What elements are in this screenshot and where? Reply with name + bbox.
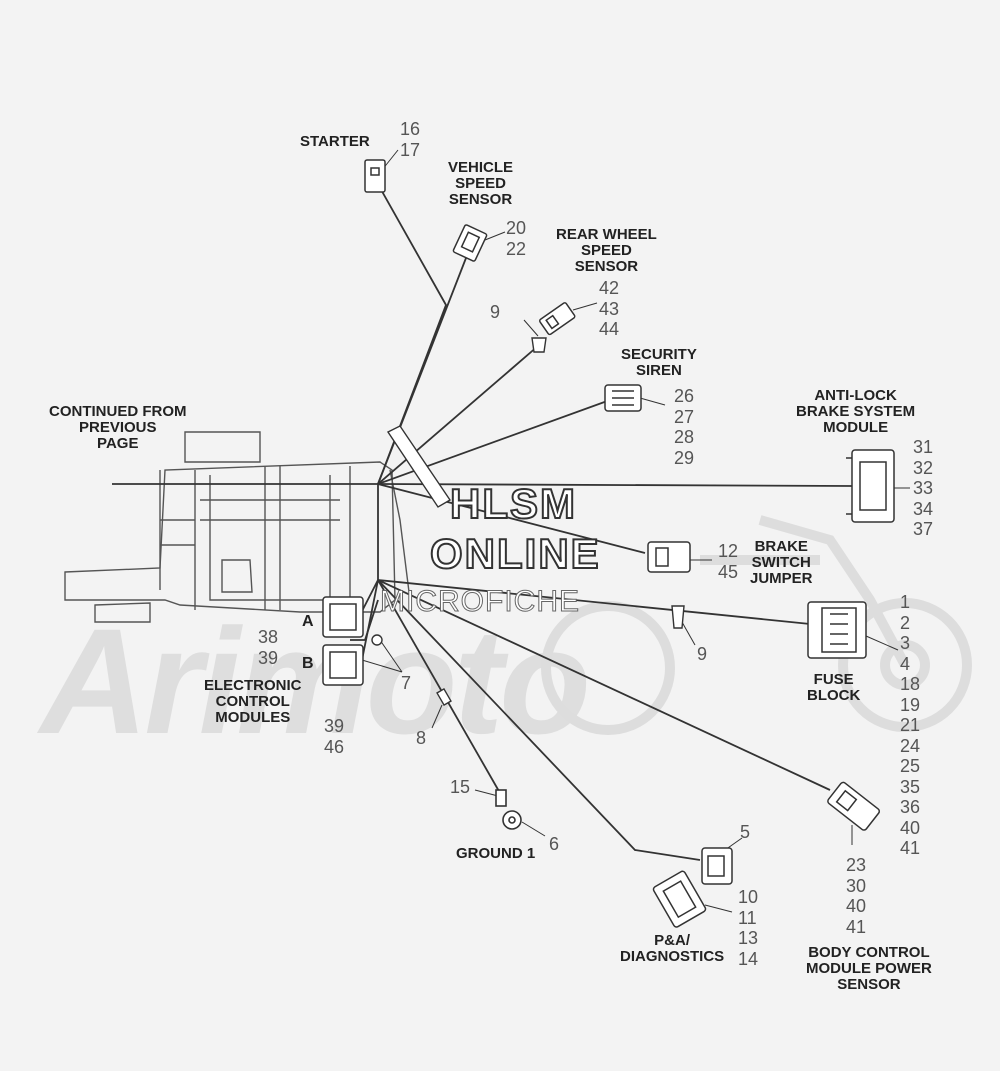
callout-rear-wheel-speed-sensor: 42 43 44	[599, 278, 620, 339]
bcm-power-sensor-connector-icon	[827, 781, 881, 831]
callout-starter: 16 17	[400, 119, 421, 160]
callout-ground-terminal: 6	[549, 834, 560, 854]
fuse-block-icon	[807, 601, 867, 659]
ecm-a-connector-icon	[322, 596, 364, 638]
abs-module-connector-icon	[846, 449, 895, 523]
pa-diagnostics-connector-icon	[652, 870, 707, 928]
fuse-block-clip-icon	[671, 605, 685, 629]
callout-pa-cap: 5	[740, 822, 751, 842]
label-ecm-b: B	[302, 655, 314, 672]
callout-ground-fastener: 15	[450, 777, 471, 797]
frame-outline	[64, 431, 411, 623]
watermark-online: ONLINE	[429, 529, 601, 578]
label-rear-wheel-speed-sensor: REAR WHEEL SPEED SENSOR	[556, 226, 657, 275]
label-fuse-block: FUSE BLOCK	[807, 671, 861, 704]
callout-fuse-clip: 9	[697, 644, 708, 664]
callout-ecm-clip: 7	[401, 673, 412, 693]
rear-wheel-clip-icon	[531, 337, 547, 353]
ecm-b-connector-icon	[322, 644, 364, 686]
brake-switch-jumper-connector-icon	[647, 541, 691, 573]
callout-ecm-a: 38 39	[258, 627, 279, 668]
callout-security-siren: 26 27 28 29	[674, 386, 695, 468]
label-pa-diagnostics: P&A/ DIAGNOSTICS	[620, 932, 725, 965]
callout-bcm-connector: 23 30 40 41	[846, 855, 867, 937]
rear-wheel-speed-sensor-connector-icon	[539, 302, 576, 336]
callout-abs-module: 31 32 33 34 37	[913, 437, 934, 539]
label-ground: GROUND 1	[456, 845, 536, 862]
label-starter: STARTER	[300, 133, 370, 150]
label-brake-switch-jumper: BRAKE SWITCH JUMPER	[750, 538, 813, 587]
label-bcm-power-sensor: BODY CONTROL MODULE POWER SENSOR	[806, 944, 932, 993]
label-abs-module: ANTI-LOCK BRAKE SYSTEM MODULE	[796, 387, 916, 436]
harness-wires	[112, 169, 853, 861]
ground-terminal-icon	[495, 789, 522, 830]
callout-rear-wheel-clip: 9	[490, 302, 501, 322]
security-siren-connector-icon	[604, 384, 642, 412]
watermark-hlsm: HLSM	[449, 479, 577, 528]
callout-cable-tie: 8	[416, 728, 427, 748]
label-security-siren: SECURITY SIREN	[621, 346, 697, 379]
label-vehicle-speed-sensor: VEHICLE SPEED SENSOR	[448, 159, 514, 208]
brand-watermark: Arimoto	[40, 597, 591, 765]
callout-ecm-b: 39 46	[324, 716, 345, 757]
watermark-microfiche: MICROFICHE	[380, 585, 580, 619]
pa-diagnostics-cap-icon	[701, 847, 733, 885]
label-electronic-control-modules: ELECTRONIC CONTROL MODULES	[204, 677, 302, 726]
cable-tie-icon	[436, 687, 452, 707]
callout-pa-connector: 10 11 13 14	[738, 887, 759, 969]
label-continued: CONTINUED FROM PREVIOUS PAGE	[49, 403, 187, 452]
starter-connector-icon	[364, 159, 386, 193]
label-ecm-a: A	[302, 613, 314, 630]
vehicle-speed-sensor-connector-icon	[452, 224, 488, 262]
callout-fuse-block: 1 2 3 4 18 19 21 24 25 35 36 40 41	[900, 592, 921, 858]
ecm-clip-icon	[371, 634, 383, 646]
harness-wrap	[386, 425, 451, 508]
callout-vehicle-speed-sensor: 20 22	[506, 218, 527, 259]
motorcycle-watermark-icon	[541, 515, 972, 735]
callout-brake-switch-jumper: 12 45	[718, 541, 739, 582]
